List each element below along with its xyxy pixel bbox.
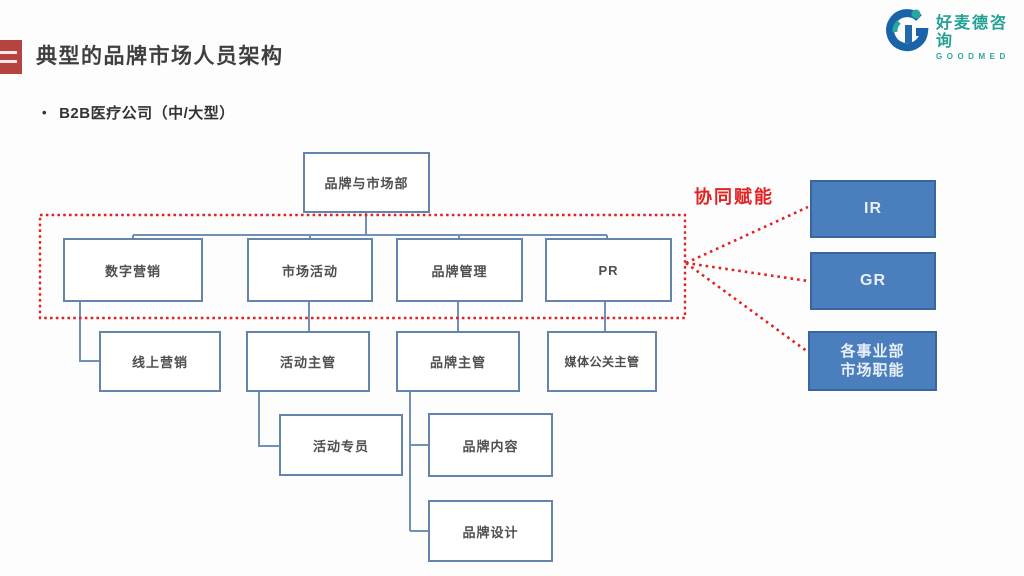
logo-text: 好麦德咨询 GOODMED bbox=[936, 15, 1024, 61]
org-node-pr: PR bbox=[545, 238, 672, 302]
company-logo: 好麦德咨询 GOODMED bbox=[886, 8, 1024, 61]
org-node-digital-marketing: 数字营销 bbox=[63, 238, 203, 302]
collab-label: 协同赋能 bbox=[694, 187, 774, 207]
collab-scope-dashed-rect bbox=[38, 213, 687, 320]
org-node-brand-content: 品牌内容 bbox=[428, 413, 553, 477]
org-node-event-specialist: 活动专员 bbox=[279, 414, 403, 476]
subtitle-text: B2B医疗公司（中/大型） bbox=[59, 105, 235, 122]
org-node-media-pr-supervisor: 媒体公关主管 bbox=[547, 331, 657, 392]
connector-lines bbox=[79, 213, 608, 532]
logo-brand-cn: 好麦德咨询 bbox=[936, 15, 1009, 50]
collab-dashed-lines bbox=[38, 205, 809, 354]
collab-box-business-units: 各事业部 市场职能 bbox=[808, 331, 937, 391]
collab-box-ir: IR bbox=[810, 180, 936, 238]
org-node-brand-management: 品牌管理 bbox=[396, 238, 523, 302]
org-node-brand-supervisor: 品牌主管 bbox=[396, 331, 520, 392]
accent-bar bbox=[0, 51, 17, 54]
page-title: 典型的品牌市场人员架构 bbox=[36, 45, 284, 68]
org-node-online-marketing: 线上营销 bbox=[99, 331, 221, 392]
title-accent-icon bbox=[0, 40, 22, 74]
accent-bar bbox=[0, 60, 17, 63]
subtitle-bullet: • B2B医疗公司（中/大型） bbox=[42, 102, 235, 123]
org-node-market-events: 市场活动 bbox=[247, 238, 373, 302]
collab-box-gr: GR bbox=[810, 252, 936, 310]
bullet-icon: • bbox=[42, 105, 48, 120]
org-node-root: 品牌与市场部 bbox=[303, 152, 430, 213]
logo-mark-icon bbox=[886, 8, 932, 61]
org-node-brand-design: 品牌设计 bbox=[428, 500, 553, 562]
logo-brand-en: GOODMED bbox=[936, 52, 1010, 62]
org-node-event-supervisor: 活动主管 bbox=[246, 331, 370, 392]
